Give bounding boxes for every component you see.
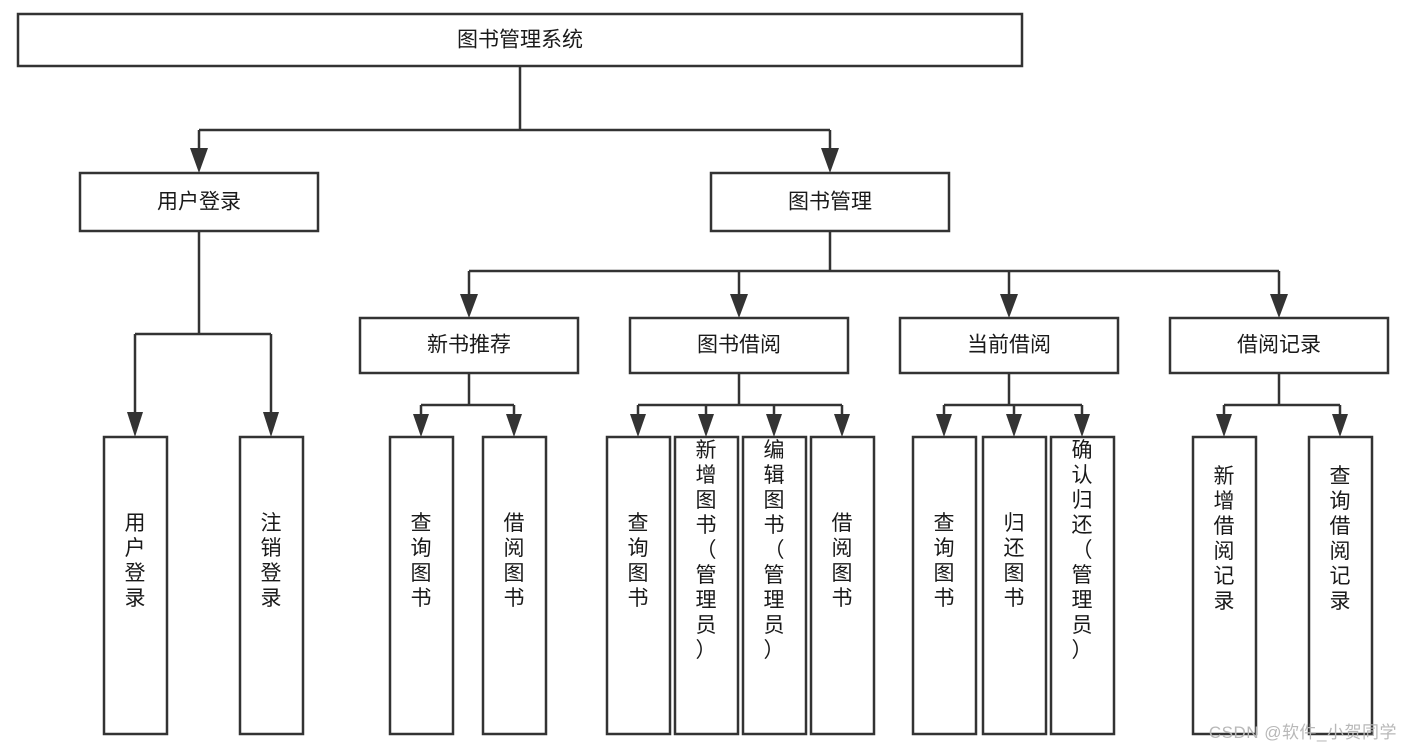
arrow-head-icon (413, 414, 429, 437)
arrow-head-icon (821, 148, 839, 173)
arrow-head-icon (127, 412, 143, 437)
node-label: 查询图书 (934, 512, 955, 610)
connector-current-to-leaves (936, 373, 1090, 437)
arrow-head-icon (698, 414, 714, 437)
node-label: 查询图书 (411, 512, 432, 610)
node-box (911, 435, 978, 736)
node-label: 图书借阅 (697, 334, 781, 357)
arrow-head-icon (1074, 414, 1090, 437)
leaf-new-book-recommend-0[interactable]: 查询图书 (388, 435, 455, 736)
node-box (673, 435, 740, 736)
node-box (481, 435, 548, 736)
node-label: 图书管理系统 (457, 29, 583, 52)
leaf-current-borrow-0[interactable]: 查询图书 (911, 435, 978, 736)
arrow-head-icon (263, 412, 279, 437)
node-new-book-recommend[interactable]: 新书推荐 (358, 316, 580, 375)
node-label: 查询借阅记录 (1330, 465, 1351, 613)
connector-bookmgmt-to-level2 (460, 231, 1288, 318)
node-label: 查询图书 (628, 512, 649, 610)
arrow-head-icon (730, 294, 748, 318)
node-label: 归还图书 (1004, 512, 1025, 610)
arrow-head-icon (1332, 414, 1348, 437)
node-borrow-records[interactable]: 借阅记录 (1168, 316, 1390, 375)
node-root-system[interactable]: 图书管理系统 (16, 12, 1024, 68)
node-box (981, 435, 1048, 736)
node-box (898, 316, 1120, 375)
connector-userlogin-to-leaves (127, 231, 279, 437)
node-box (709, 171, 951, 233)
node-box (628, 316, 850, 375)
connector-borrow-to-leaves (630, 373, 850, 437)
node-label: 借阅图书 (504, 512, 525, 610)
leaf-user-login-1[interactable]: 注销登录 (238, 435, 305, 736)
node-book-borrow[interactable]: 图书借阅 (628, 316, 850, 375)
node-box (102, 435, 169, 736)
arrow-head-icon (190, 148, 208, 173)
arrow-head-icon (460, 294, 478, 318)
connector-newbook-to-leaves (413, 373, 522, 437)
node-box (1049, 435, 1116, 736)
leaf-book-borrow-2[interactable]: 编辑图书（管理员） (741, 435, 808, 736)
node-label: 新增图书（管理员） (696, 439, 717, 662)
node-box (1307, 435, 1374, 736)
arrow-head-icon (1000, 294, 1018, 318)
node-label: 借阅记录 (1237, 334, 1321, 357)
node-box (1191, 435, 1258, 736)
connector-records-to-leaves (1216, 373, 1348, 437)
node-box (358, 316, 580, 375)
node-box (1168, 316, 1390, 375)
leaf-borrow-records-0[interactable]: 新增借阅记录 (1191, 435, 1258, 736)
node-label: 图书管理 (788, 191, 872, 214)
node-box (16, 12, 1024, 68)
arrow-head-icon (834, 414, 850, 437)
arrow-head-icon (766, 414, 782, 437)
leaf-current-borrow-2[interactable]: 确认归还（管理员） (1049, 435, 1116, 736)
node-user-login[interactable]: 用户登录 (78, 171, 320, 233)
leaf-new-book-recommend-1[interactable]: 借阅图书 (481, 435, 548, 736)
node-label: 用户登录 (157, 191, 241, 214)
connector-root-to-level1 (190, 66, 839, 173)
leaf-book-borrow-0[interactable]: 查询图书 (605, 435, 672, 736)
node-label: 注销登录 (261, 512, 282, 610)
node-label: 编辑图书（管理员） (764, 439, 785, 662)
arrow-head-icon (1006, 414, 1022, 437)
arrow-head-icon (1270, 294, 1288, 318)
node-box (78, 171, 320, 233)
node-label: 当前借阅 (967, 334, 1051, 357)
node-label: 借阅图书 (832, 512, 853, 610)
node-box (605, 435, 672, 736)
leaf-user-login-0[interactable]: 用户登录 (102, 435, 169, 736)
leaf-current-borrow-1[interactable]: 归还图书 (981, 435, 1048, 736)
arrow-head-icon (936, 414, 952, 437)
node-box (238, 435, 305, 736)
leaf-book-borrow-3[interactable]: 借阅图书 (809, 435, 876, 736)
leaf-book-borrow-1[interactable]: 新增图书（管理员） (673, 435, 740, 736)
arrow-head-icon (1216, 414, 1232, 437)
node-label: 用户登录 (125, 512, 146, 610)
node-current-borrow[interactable]: 当前借阅 (898, 316, 1120, 375)
node-label: 确认归还（管理员） (1072, 439, 1093, 662)
leaf-borrow-records-1[interactable]: 查询借阅记录 (1307, 435, 1374, 736)
arrow-head-icon (630, 414, 646, 437)
node-box (388, 435, 455, 736)
node-label: 新书推荐 (427, 334, 511, 357)
node-book-management[interactable]: 图书管理 (709, 171, 951, 233)
node-box (809, 435, 876, 736)
node-box (741, 435, 808, 736)
node-label: 新增借阅记录 (1214, 465, 1235, 613)
arrow-head-icon (506, 414, 522, 437)
